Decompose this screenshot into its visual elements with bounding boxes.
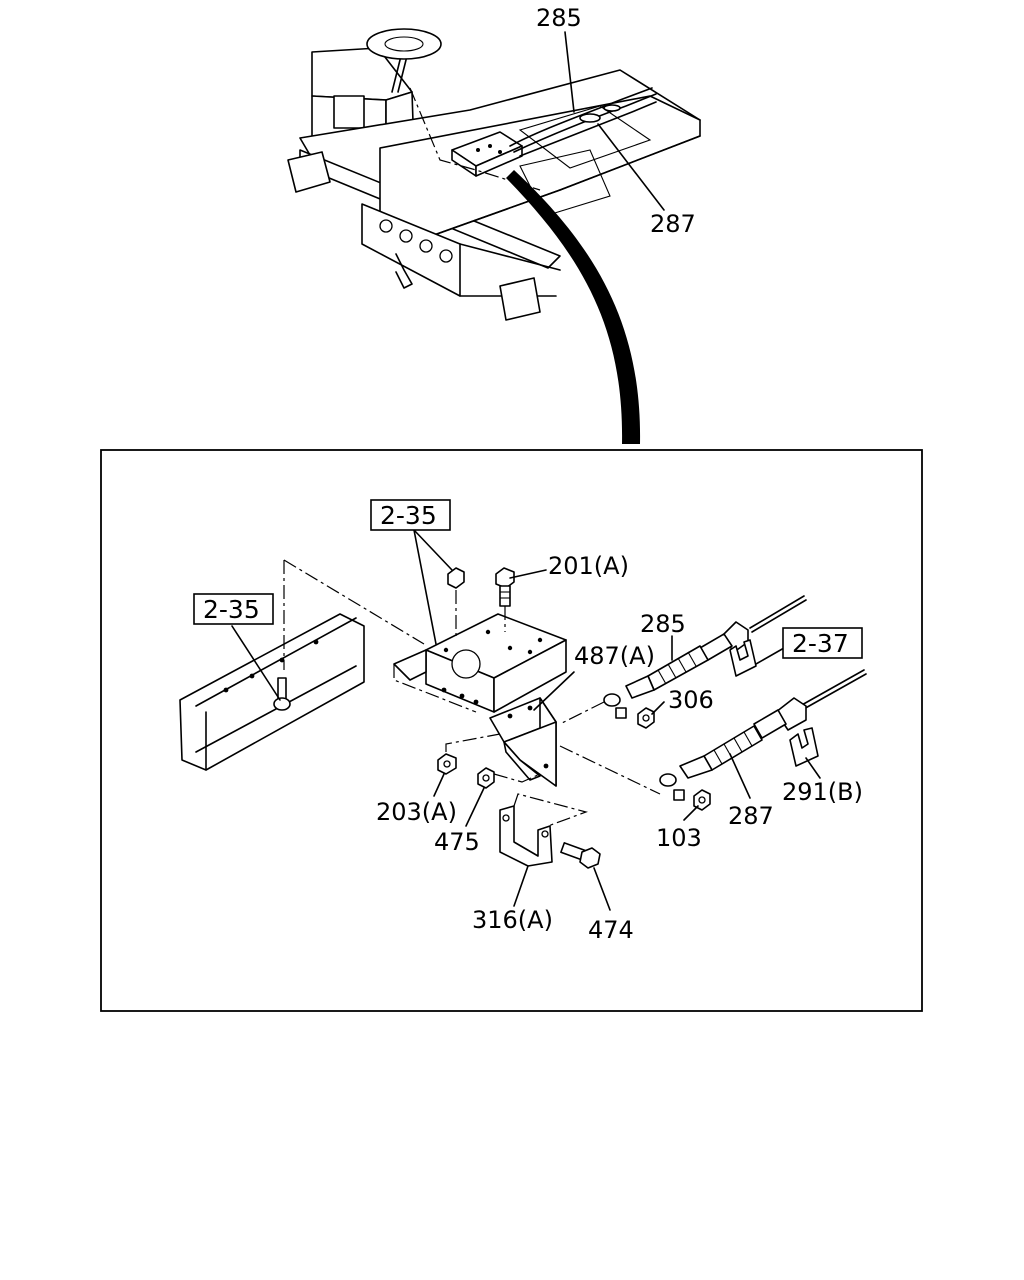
shift-bracket [393, 613, 567, 713]
label-291b: 291(B) [782, 778, 863, 806]
label-203a: 203(A) [376, 798, 457, 826]
chassis-overview [287, 28, 701, 321]
ref-text-2-35-top: 2-35 [380, 501, 437, 530]
bracket-487a [489, 697, 557, 787]
ref-box-2-37: 2-37 [782, 627, 863, 659]
clip-upper [729, 639, 757, 677]
label-474: 474 [588, 916, 634, 944]
detail-leaders [231, 529, 821, 911]
label-316a: 316(A) [472, 906, 553, 934]
nut-top [447, 567, 465, 640]
label-475: 475 [434, 828, 480, 856]
ref-text-2-35-left: 2-35 [203, 595, 260, 624]
label-103: 103 [656, 824, 702, 852]
label-287: 287 [728, 802, 774, 830]
ref-text-2-37: 2-37 [792, 629, 849, 658]
reference-boxes: 2-35 2-35 2-37 [193, 499, 863, 659]
label-306: 306 [668, 686, 714, 714]
frame-rails [287, 69, 701, 321]
clip-291b [789, 727, 819, 767]
label-top-285: 285 [536, 4, 582, 32]
label-285: 285 [640, 610, 686, 638]
control-cables-overview [509, 87, 657, 157]
frame-rail-detail [179, 559, 425, 771]
label-top-287: 287 [650, 210, 696, 238]
bracket-316a [499, 793, 588, 867]
bolt-201a [495, 567, 515, 632]
nut-306 [637, 707, 655, 729]
top-285-leader [564, 31, 575, 113]
bolt-474 [560, 842, 601, 869]
nut-475 [477, 767, 541, 789]
label-487a: 487(A) [574, 642, 655, 670]
ref-box-2-35-left: 2-35 [193, 593, 274, 625]
top-287-leader [597, 123, 665, 211]
ref-box-2-35-top: 2-35 [370, 499, 451, 531]
label-201a: 201(A) [548, 552, 629, 580]
cable-285 [559, 595, 807, 725]
callout-labels: 285 287 201(A) 285 487(A) 306 203(A) 475… [376, 4, 863, 944]
nut-103 [693, 789, 711, 811]
cable-287 [559, 669, 867, 801]
detail-frame [100, 449, 923, 1012]
nut-203a [437, 733, 501, 775]
detail-connector-arc [506, 170, 641, 444]
